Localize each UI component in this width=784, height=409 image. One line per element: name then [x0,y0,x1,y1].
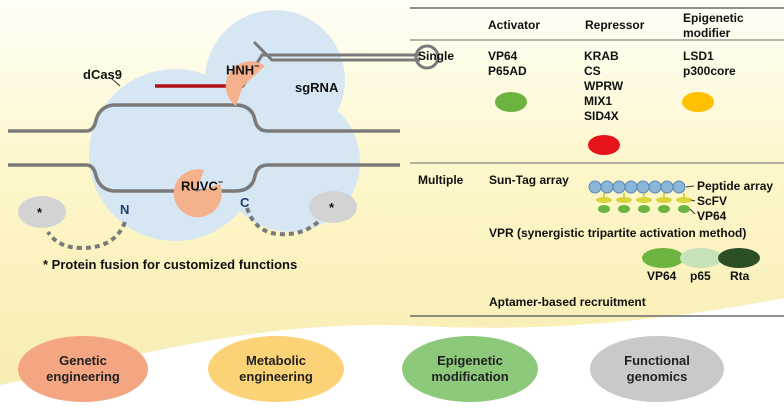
hnh-domain [225,61,265,106]
activator-item: P65AD [488,64,527,78]
activator-item: VP64 [488,49,518,63]
row-label-single: Single [418,49,455,63]
bottom-wave [0,298,784,409]
modifier-item: LSD1 [683,49,714,63]
dcas9-label: dCas9 [83,67,123,82]
modifier-ellipse [682,92,714,112]
fusion-protein-left [18,196,66,228]
scfv-label: ScFV [697,194,728,208]
repressor-item: WPRW [584,79,624,93]
table-lines [410,7,784,317]
repressor-ellipse [588,135,620,155]
c-terminus-label: C [240,195,250,210]
header-activator: Activator [488,18,541,32]
header-modifier: modifier [683,26,731,40]
n-terminus-label: N [120,202,130,217]
hnh-label: HNH− [226,61,260,78]
suntag-array [588,180,696,215]
repressor-item: MIX1 [584,94,613,108]
repressor-item: SID4X [584,109,619,123]
vpr-vp64-label: VP64 [647,269,677,283]
peptide-array-label: Peptide array [697,179,774,193]
n-terminal-linker [46,221,127,251]
repressor-item: KRAB [584,49,619,63]
sgrna-label: sgRNA [295,80,339,95]
suntag-label: Sun-Tag array [489,173,569,187]
modifier-item: p300core [683,64,736,78]
vpr-label: VPR (synergistic tripartite activation m… [489,226,747,240]
star-left: * [37,205,43,220]
star-right: * [329,200,335,215]
vpr-rta-label: Rta [730,269,750,283]
aptamer-label: Aptamer-based recruitment [489,295,646,309]
suntag-vp64-label: VP64 [697,209,727,223]
activator-ellipse [495,92,527,112]
vpr-p65-label: p65 [690,269,711,283]
ruvc-domain [173,169,222,218]
footnote: * Protein fusion for customized function… [43,257,298,272]
header-epigenetic: Epigenetic [683,11,744,25]
c-terminal-linker [245,207,320,237]
row-label-multiple: Multiple [418,173,464,187]
vpr-vp64-ellipse [642,248,684,268]
vpr-p65-ellipse [680,248,722,268]
header-repressor: Repressor [585,18,645,32]
vpr-rta-ellipse [718,248,760,268]
repressor-item: CS [584,64,601,78]
ruvc-label: RUVC− [181,177,224,194]
fusion-protein-right [309,191,357,223]
